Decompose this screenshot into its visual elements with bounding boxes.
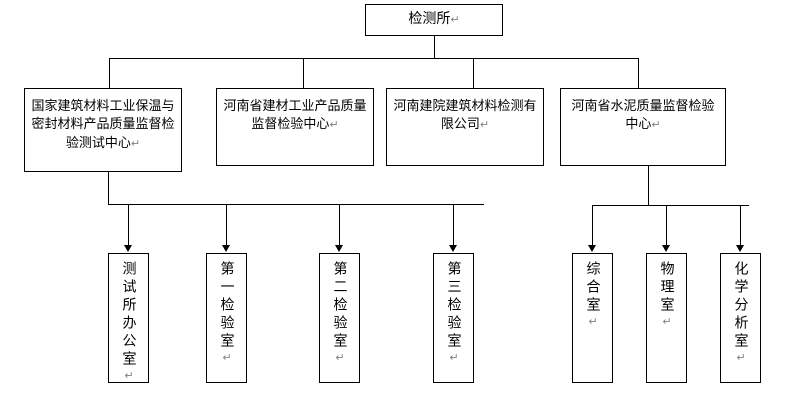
arrowhead-l3-5-icon [588,245,596,252]
connector-drop-l3-3 [339,204,340,246]
connector-drop-l2-2 [303,58,304,88]
level2-node-2-label: 河南省建材工业产品质量监督检验中心↵ [223,99,367,133]
connector-drop-l3-7 [740,205,741,246]
return-mark-icon: ↵ [651,118,661,132]
connector-drop-l2-4 [638,58,639,88]
connector-drop-l3-6 [666,205,667,246]
level3-node-1[interactable]: 测试所办公室↵ [108,253,149,386]
connector-level3-left-bus [108,204,484,205]
connector-l2-1-stem [108,172,109,204]
return-mark-icon: ↵ [734,351,748,368]
arrowhead-l3-4-icon [449,245,457,252]
root-node-label: 检测所↵ [408,11,460,28]
connector-drop-l3-5 [592,205,593,246]
level3-node-7[interactable]: 化学分析室↵ [720,253,761,383]
connector-drop-l3-1 [128,204,129,246]
connector-drop-l3-4 [453,204,454,246]
level2-node-4[interactable]: 河南省水泥质量监督检验中心↵ [560,88,726,166]
return-mark-icon: ↵ [329,118,339,132]
level3-node-7-label: 化学分析室↵ [732,261,749,368]
level2-node-1-label: 国家建筑材料工业保温与密封材料产品质量监督检验测试中心↵ [31,99,175,151]
return-mark-icon: ↵ [220,351,234,368]
level3-node-4-label: 第三检验室↵ [445,261,462,368]
return-mark-icon: ↵ [479,118,490,132]
level3-node-5[interactable]: 综合室↵ [572,253,613,383]
connector-root-stem [434,36,435,58]
return-mark-icon: ↵ [130,136,141,150]
connector-level2-bus [109,58,638,59]
level2-node-2[interactable]: 河南省建材工业产品质量监督检验中心↵ [216,88,374,166]
level2-node-3-label: 河南建院建筑材料检测有限公司↵ [393,99,537,133]
root-node[interactable]: 检测所↵ [365,4,503,36]
return-mark-icon: ↵ [586,315,600,332]
return-mark-icon: ↵ [660,315,674,332]
return-mark-icon: ↵ [450,13,460,27]
level3-node-3-label: 第二检验室↵ [331,261,348,368]
level3-node-2[interactable]: 第一检验室↵ [206,253,247,383]
return-mark-icon: ↵ [333,351,347,368]
level2-node-1[interactable]: 国家建筑材料工业保温与密封材料产品质量监督检验测试中心↵ [24,88,182,172]
arrowhead-l3-6-icon [662,245,670,252]
level3-node-6[interactable]: 物理室↵ [646,253,687,383]
level2-node-3[interactable]: 河南建院建筑材料检测有限公司↵ [386,88,544,166]
level3-node-3[interactable]: 第二检验室↵ [319,253,360,383]
level3-node-1-label: 测试所办公室↵ [120,261,137,386]
connector-l2-4-stem [648,166,649,206]
connector-drop-l3-2 [226,204,227,246]
return-mark-icon: ↵ [122,369,136,386]
level3-node-2-label: 第一检验室↵ [218,261,235,368]
level3-node-5-label: 综合室↵ [584,261,601,332]
arrowhead-l3-7-icon [736,245,744,252]
connector-drop-l2-3 [473,58,474,88]
arrowhead-l3-2-icon [222,245,230,252]
connector-level3-right-bus [592,205,749,206]
level3-node-4[interactable]: 第三检验室↵ [433,253,474,383]
level3-node-6-label: 物理室↵ [658,261,675,332]
arrowhead-l3-3-icon [335,245,343,252]
connector-drop-l2-1 [109,58,110,88]
level2-node-4-label: 河南省水泥质量监督检验中心↵ [571,99,715,133]
return-mark-icon: ↵ [447,351,461,368]
arrowhead-l3-1-icon [124,245,132,252]
